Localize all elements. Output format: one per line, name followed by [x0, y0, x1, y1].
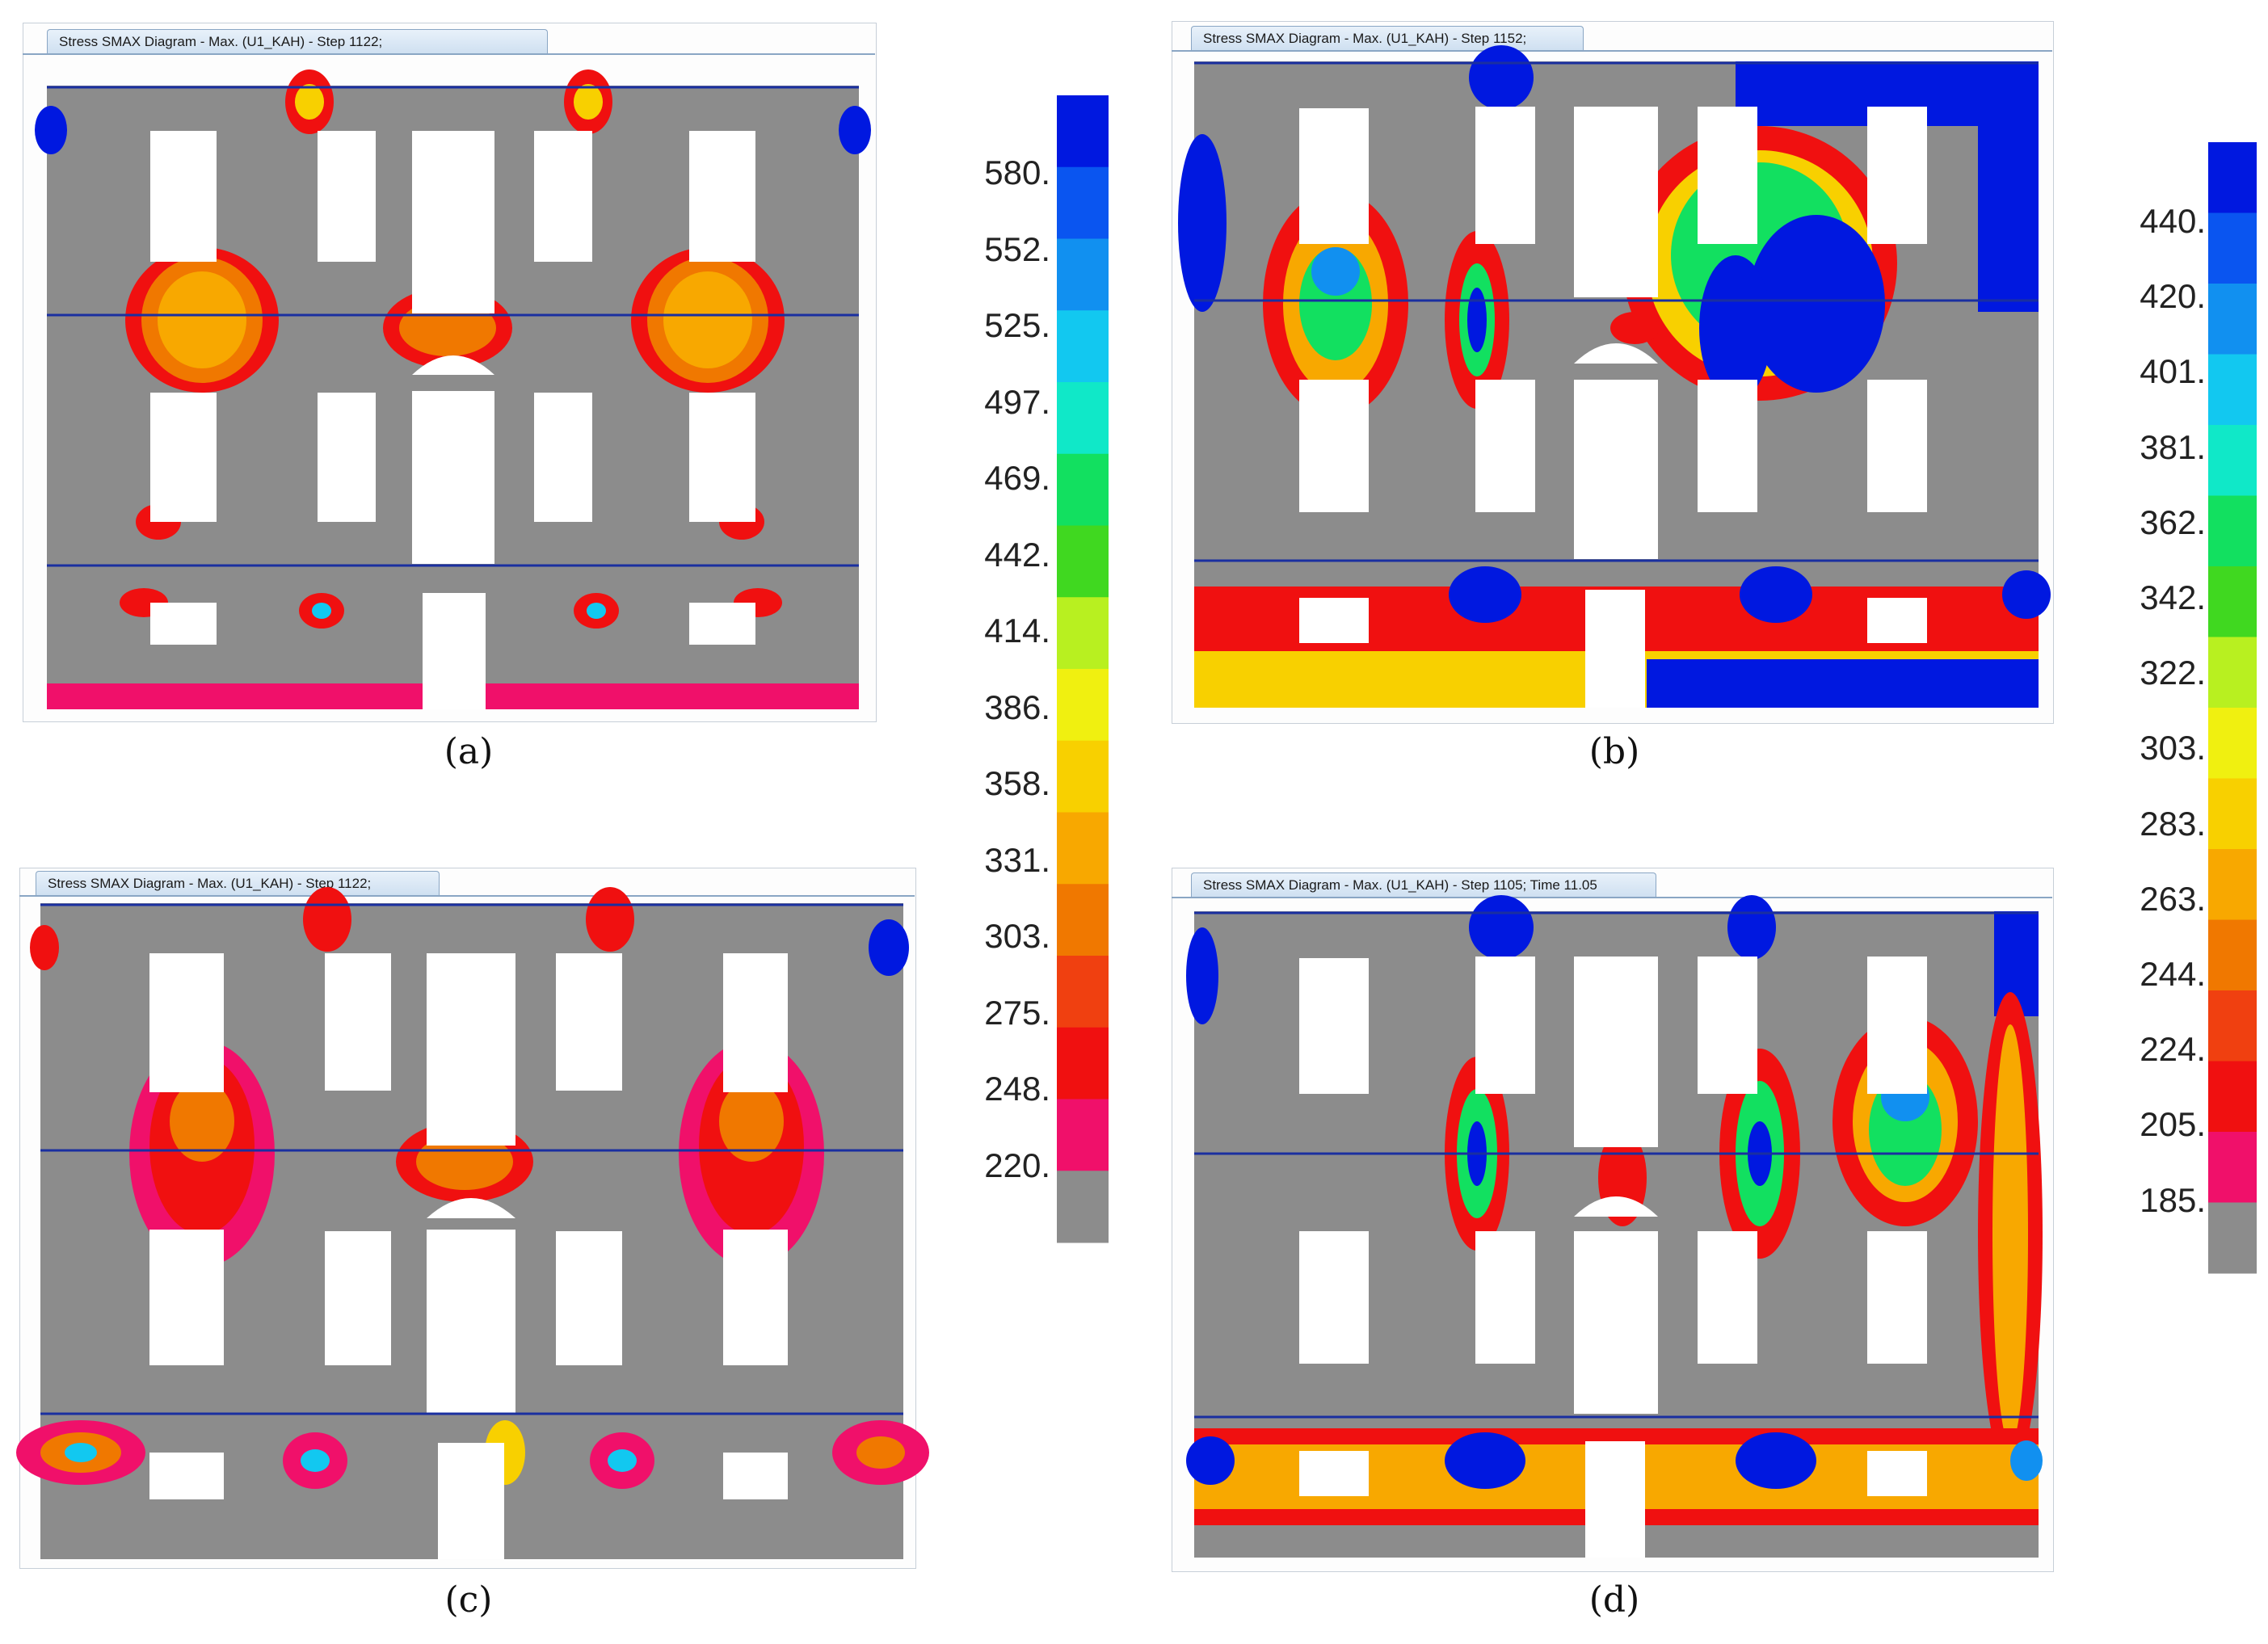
scale-band	[1057, 238, 1109, 311]
scale-band	[1057, 597, 1109, 670]
scale-band	[2208, 708, 2257, 779]
floor-lines	[47, 86, 859, 567]
scale-band	[2208, 849, 2257, 920]
scale-band	[2208, 1061, 2257, 1133]
scale-band	[1057, 166, 1109, 239]
tab-underline	[23, 53, 875, 55]
scale-band	[1057, 1027, 1109, 1100]
wall-openings	[149, 953, 788, 1559]
scale-tick-label: 381.	[2140, 427, 2206, 466]
panel-label-d: (d)	[1588, 1579, 1640, 1621]
scale-tick-label: 275.	[984, 993, 1050, 1032]
stress-contour-d	[1186, 895, 2043, 1558]
scale-band	[2208, 990, 2257, 1062]
scale-tick-label: 331.	[984, 840, 1050, 879]
stress-contour-c	[16, 887, 929, 1559]
color-scale-left-bands	[1057, 95, 1109, 1243]
scale-tick-label: 224.	[2140, 1030, 2206, 1069]
scale-tick-label: 358.	[984, 764, 1050, 802]
scale-tick-label: 322.	[2140, 654, 2206, 692]
panel-label-c: (c)	[444, 1579, 493, 1621]
scale-band	[1057, 95, 1109, 168]
scale-tick-label: 552.	[984, 229, 1050, 268]
stress-contour-b	[1178, 45, 2051, 708]
scale-band	[2208, 425, 2257, 496]
scale-tick-label: 420.	[2140, 277, 2206, 316]
scale-tick-label: 442.	[984, 535, 1050, 574]
scale-band	[1057, 453, 1109, 526]
scale-tick-label: 263.	[2140, 879, 2206, 918]
wall-openings	[150, 131, 755, 709]
scale-tick-label: 362.	[2140, 502, 2206, 541]
diagram-tab[interactable]: Stress SMAX Diagram - Max. (U1_KAH) - St…	[36, 871, 440, 895]
scale-band	[1057, 812, 1109, 885]
color-scale-right-bands	[2208, 142, 2257, 1274]
scale-band	[1057, 740, 1109, 813]
scale-tick-label: 414.	[984, 612, 1050, 650]
tab-underline	[19, 895, 915, 897]
scale-tick-label: 283.	[2140, 804, 2206, 843]
scale-band	[2208, 637, 2257, 708]
scale-band	[1057, 669, 1109, 742]
diagram-tab[interactable]: Stress SMAX Diagram - Max. (U1_KAH) - St…	[1191, 26, 1584, 50]
tab-underline	[1172, 50, 2052, 52]
scale-tick-label: 185.	[2140, 1180, 2206, 1219]
scale-tick-label: 525.	[984, 306, 1050, 344]
scale-tick-label: 386.	[984, 687, 1050, 726]
diagram-tab[interactable]: Stress SMAX Diagram - Max. (U1_KAH) - St…	[1191, 872, 1656, 897]
scale-band	[1057, 382, 1109, 455]
scale-band	[2208, 1202, 2257, 1274]
panel-label-a: (a)	[444, 731, 494, 772]
scale-tick-label: 469.	[984, 459, 1050, 497]
scale-tick-label: 440.	[2140, 202, 2206, 240]
scale-tick-label: 580.	[984, 153, 1050, 191]
color-scale-right	[2208, 142, 2257, 1274]
floor-lines	[40, 903, 903, 1415]
scale-band	[1057, 1171, 1109, 1243]
scale-band	[2208, 354, 2257, 426]
scale-band	[1057, 525, 1109, 598]
tab-underline	[1172, 897, 2052, 898]
scale-tick-label: 220.	[984, 1146, 1050, 1184]
color-scale-left	[1057, 95, 1109, 1243]
wall-openings	[1299, 107, 1927, 708]
scale-tick-label: 248.	[984, 1070, 1050, 1108]
scale-band	[2208, 778, 2257, 850]
scale-band	[2208, 919, 2257, 991]
scale-band	[2208, 142, 2257, 213]
floor-lines	[1194, 61, 2039, 562]
scale-band	[2208, 566, 2257, 637]
stress-contour-a	[35, 69, 871, 709]
scale-tick-label: 497.	[984, 382, 1050, 421]
scale-band	[2208, 495, 2257, 567]
scale-tick-label: 401.	[2140, 352, 2206, 391]
scale-band	[2208, 1132, 2257, 1203]
diagram-tab[interactable]: Stress SMAX Diagram - Max. (U1_KAH) - St…	[47, 29, 548, 53]
scale-band	[2208, 212, 2257, 284]
scale-tick-label: 303.	[2140, 729, 2206, 767]
scale-tick-label: 342.	[2140, 578, 2206, 616]
scale-tick-label: 244.	[2140, 955, 2206, 993]
panel-label-b: (b)	[1588, 731, 1640, 772]
floor-lines	[1194, 911, 2039, 1419]
wall-openings	[1299, 957, 1927, 1558]
scale-band	[2208, 284, 2257, 355]
scale-band	[1057, 310, 1109, 383]
scale-band	[1057, 884, 1109, 957]
scale-band	[1057, 956, 1109, 1028]
scale-tick-label: 303.	[984, 917, 1050, 955]
scale-tick-label: 205.	[2140, 1105, 2206, 1144]
scale-band	[1057, 1099, 1109, 1171]
